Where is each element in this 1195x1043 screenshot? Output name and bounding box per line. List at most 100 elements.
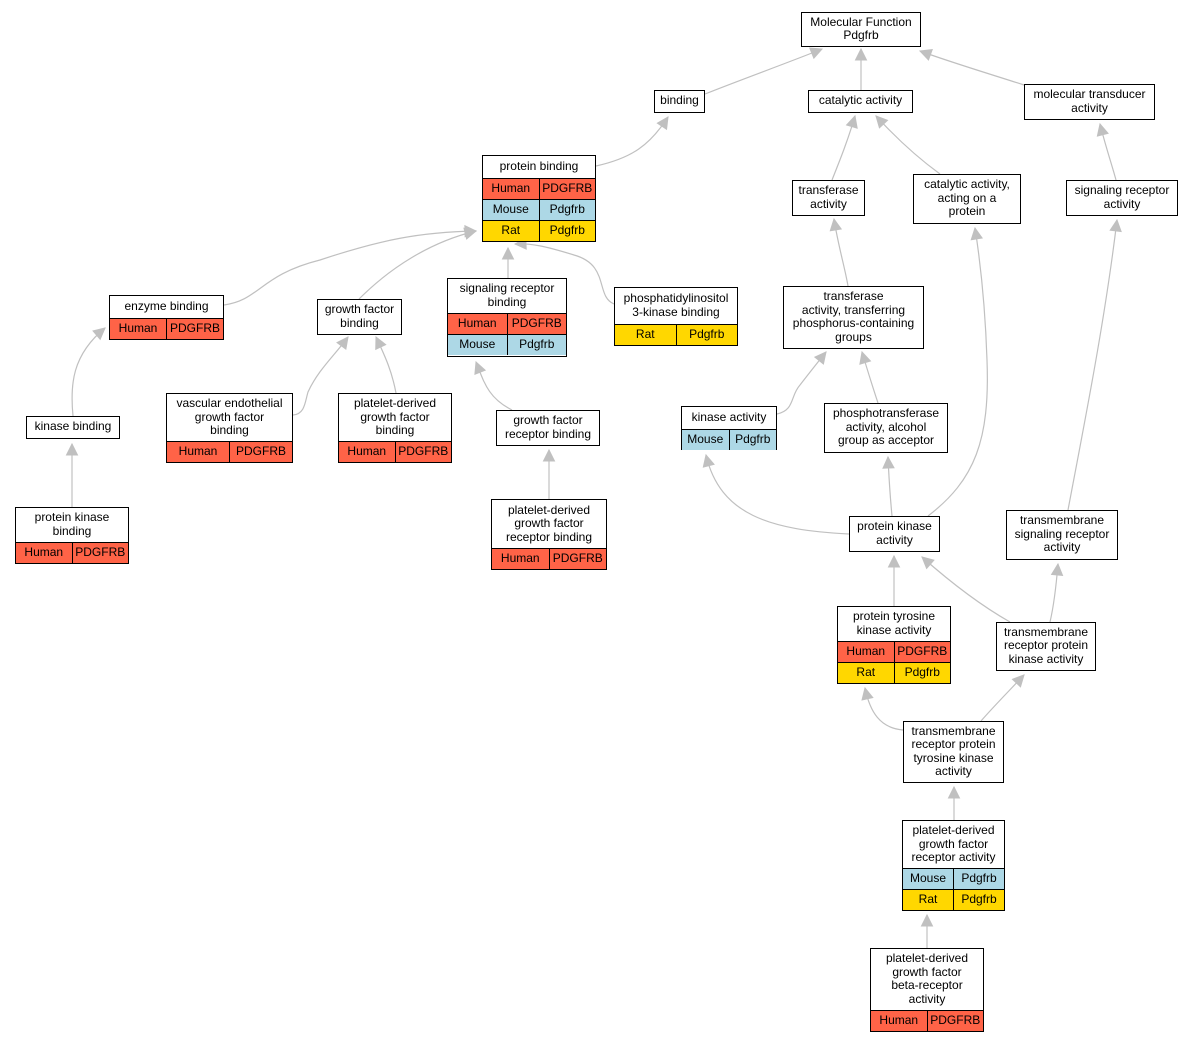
- edge-ptk-24-arrowhead: [887, 554, 901, 568]
- go-term-label: growth factor binding: [324, 302, 395, 330]
- go-term-label: catalytic activity, acting on a protein: [924, 177, 1010, 219]
- go-term-label: kinase activity: [691, 410, 767, 425]
- go-term-gfrecbind[interactable]: growth factor receptor binding: [496, 410, 600, 446]
- species-name: Human: [110, 318, 166, 339]
- species-name: Human: [16, 542, 72, 563]
- edge-phosalc-17-arrowhead: [859, 350, 872, 365]
- go-term-vegfbind[interactable]: vascular endothelial growth factor bindi…: [166, 393, 293, 463]
- go-term-pdgfrec[interactable]: platelet-derived growth factor receptor …: [902, 820, 1005, 911]
- edge-gfbind-8-arrowhead: [463, 227, 478, 240]
- go-term-gfbind[interactable]: growth factor binding: [317, 299, 402, 335]
- edge-tmrptk-28-arrowhead: [1011, 674, 1025, 688]
- go-term-label: molecular transducer activity: [1033, 87, 1146, 115]
- gene-symbol: Pdgfrb: [893, 662, 950, 683]
- edge-catalytic-1-arrowhead: [854, 47, 868, 61]
- go-term-catalytic[interactable]: catalytic activity: [808, 90, 913, 113]
- edge-protbind-3: [595, 116, 669, 167]
- go-term-label: binding: [660, 93, 699, 108]
- edge-tmsigrec-23-arrowhead: [1109, 218, 1122, 233]
- edge-protkin-20: [705, 454, 850, 535]
- edge-mtransducer-2-arrowhead: [918, 48, 933, 61]
- edge-gfrecbind-15-arrowhead: [474, 360, 487, 376]
- go-term-label: signaling receptor activity: [1074, 183, 1170, 211]
- edge-protkin-22-arrowhead: [970, 226, 983, 241]
- go-term-tmrptk[interactable]: transmembrane receptor protein tyrosine …: [903, 721, 1004, 783]
- go-term-mf[interactable]: Molecular Function Pdgfrb: [801, 12, 921, 47]
- edge-vegfbind-13: [292, 336, 349, 416]
- gene-symbol: Pdgfrb: [538, 199, 595, 220]
- go-term-catprot[interactable]: catalytic activity, acting on a protein: [913, 174, 1021, 224]
- go-term-label: platelet-derived growth factor binding: [353, 396, 437, 438]
- go-term-binding[interactable]: binding: [654, 90, 705, 113]
- edge-kinbind-12: [71, 327, 106, 417]
- species-name: Rat: [903, 889, 953, 910]
- go-term-transphos[interactable]: transferase activity, transferring phosp…: [783, 286, 924, 349]
- go-term-label: transmembrane receptor protein tyrosine …: [911, 723, 996, 779]
- gene-symbol: Pdgfrb: [538, 220, 595, 241]
- go-term-label: Molecular Function Pdgfrb: [810, 14, 912, 43]
- gene-symbol: PDGFRB: [893, 641, 950, 662]
- go-term-label: transmembrane receptor protein kinase ac…: [1003, 624, 1089, 666]
- gene-symbol: Pdgfrb: [953, 889, 1004, 910]
- edge-kinact-16: [776, 351, 827, 415]
- go-term-label: signaling receptor binding: [459, 281, 555, 309]
- go-term-label: kinase binding: [34, 419, 112, 434]
- gene-symbol: PDGFRB: [394, 441, 451, 462]
- edge-binding-0-arrowhead: [808, 47, 824, 60]
- species-name: Mouse: [903, 868, 953, 889]
- edge-pdgfbind-14-arrowhead: [375, 335, 387, 351]
- gene-symbol: Pdgfrb: [675, 324, 737, 345]
- go-term-label: transferase activity, transferring phosp…: [792, 289, 915, 344]
- gene-symbol: PDGFRB: [506, 313, 566, 334]
- edge-protkin-20-arrowhead: [702, 453, 715, 468]
- edge-mtransducer-2: [919, 50, 1025, 86]
- go-term-phosalc[interactable]: phosphotransferase activity, alcohol gro…: [824, 403, 948, 453]
- go-term-sigrec[interactable]: signaling receptor activity: [1066, 180, 1178, 216]
- go-term-label: platelet-derived growth factor beta-rece…: [885, 951, 969, 1006]
- edge-enzbind-7: [223, 230, 477, 306]
- go-term-pdgfrecbind[interactable]: platelet-derived growth factor receptor …: [491, 499, 607, 570]
- edge-pdgfrec-29-arrowhead: [947, 785, 961, 799]
- go-term-label: phosphotransferase activity, alcohol gro…: [832, 406, 940, 448]
- go-term-tmsigrec[interactable]: transmembrane signaling receptor activit…: [1006, 510, 1118, 560]
- go-term-protkin[interactable]: protein kinase activity: [849, 516, 940, 552]
- edge-transferase-4-arrowhead: [845, 114, 858, 129]
- edge-sigrecbind-9-arrowhead: [501, 246, 515, 260]
- edge-protbind-3-arrowhead: [656, 116, 669, 131]
- species-name: Rat: [838, 662, 894, 683]
- go-term-label: protein tyrosine kinase activity: [852, 609, 936, 637]
- go-term-pdgfbeta[interactable]: platelet-derived growth factor beta-rece…: [870, 948, 984, 1032]
- go-term-kinbind[interactable]: kinase binding: [26, 416, 120, 439]
- edge-gfbind-8: [358, 230, 477, 300]
- species-name: Human: [483, 178, 539, 199]
- species-name: Mouse: [682, 429, 729, 450]
- edge-transphos-11-arrowhead: [829, 217, 843, 232]
- go-term-label: protein binding: [499, 159, 579, 174]
- go-term-mtransducer[interactable]: molecular transducer activity: [1024, 84, 1155, 120]
- species-name: Human: [339, 441, 395, 462]
- edge-tmrpk-26-arrowhead: [1050, 562, 1064, 576]
- species-name: Human: [448, 313, 507, 334]
- go-term-transferase[interactable]: transferase activity: [792, 180, 865, 216]
- go-term-tmrpk[interactable]: transmembrane receptor protein kinase ac…: [996, 622, 1096, 671]
- gene-symbol: PDGFRB: [538, 178, 595, 199]
- go-term-label: phosphatidylinositol 3-kinase binding: [623, 291, 729, 319]
- species-name: Human: [167, 441, 229, 462]
- edge-tmrpk-25-arrowhead: [921, 556, 935, 570]
